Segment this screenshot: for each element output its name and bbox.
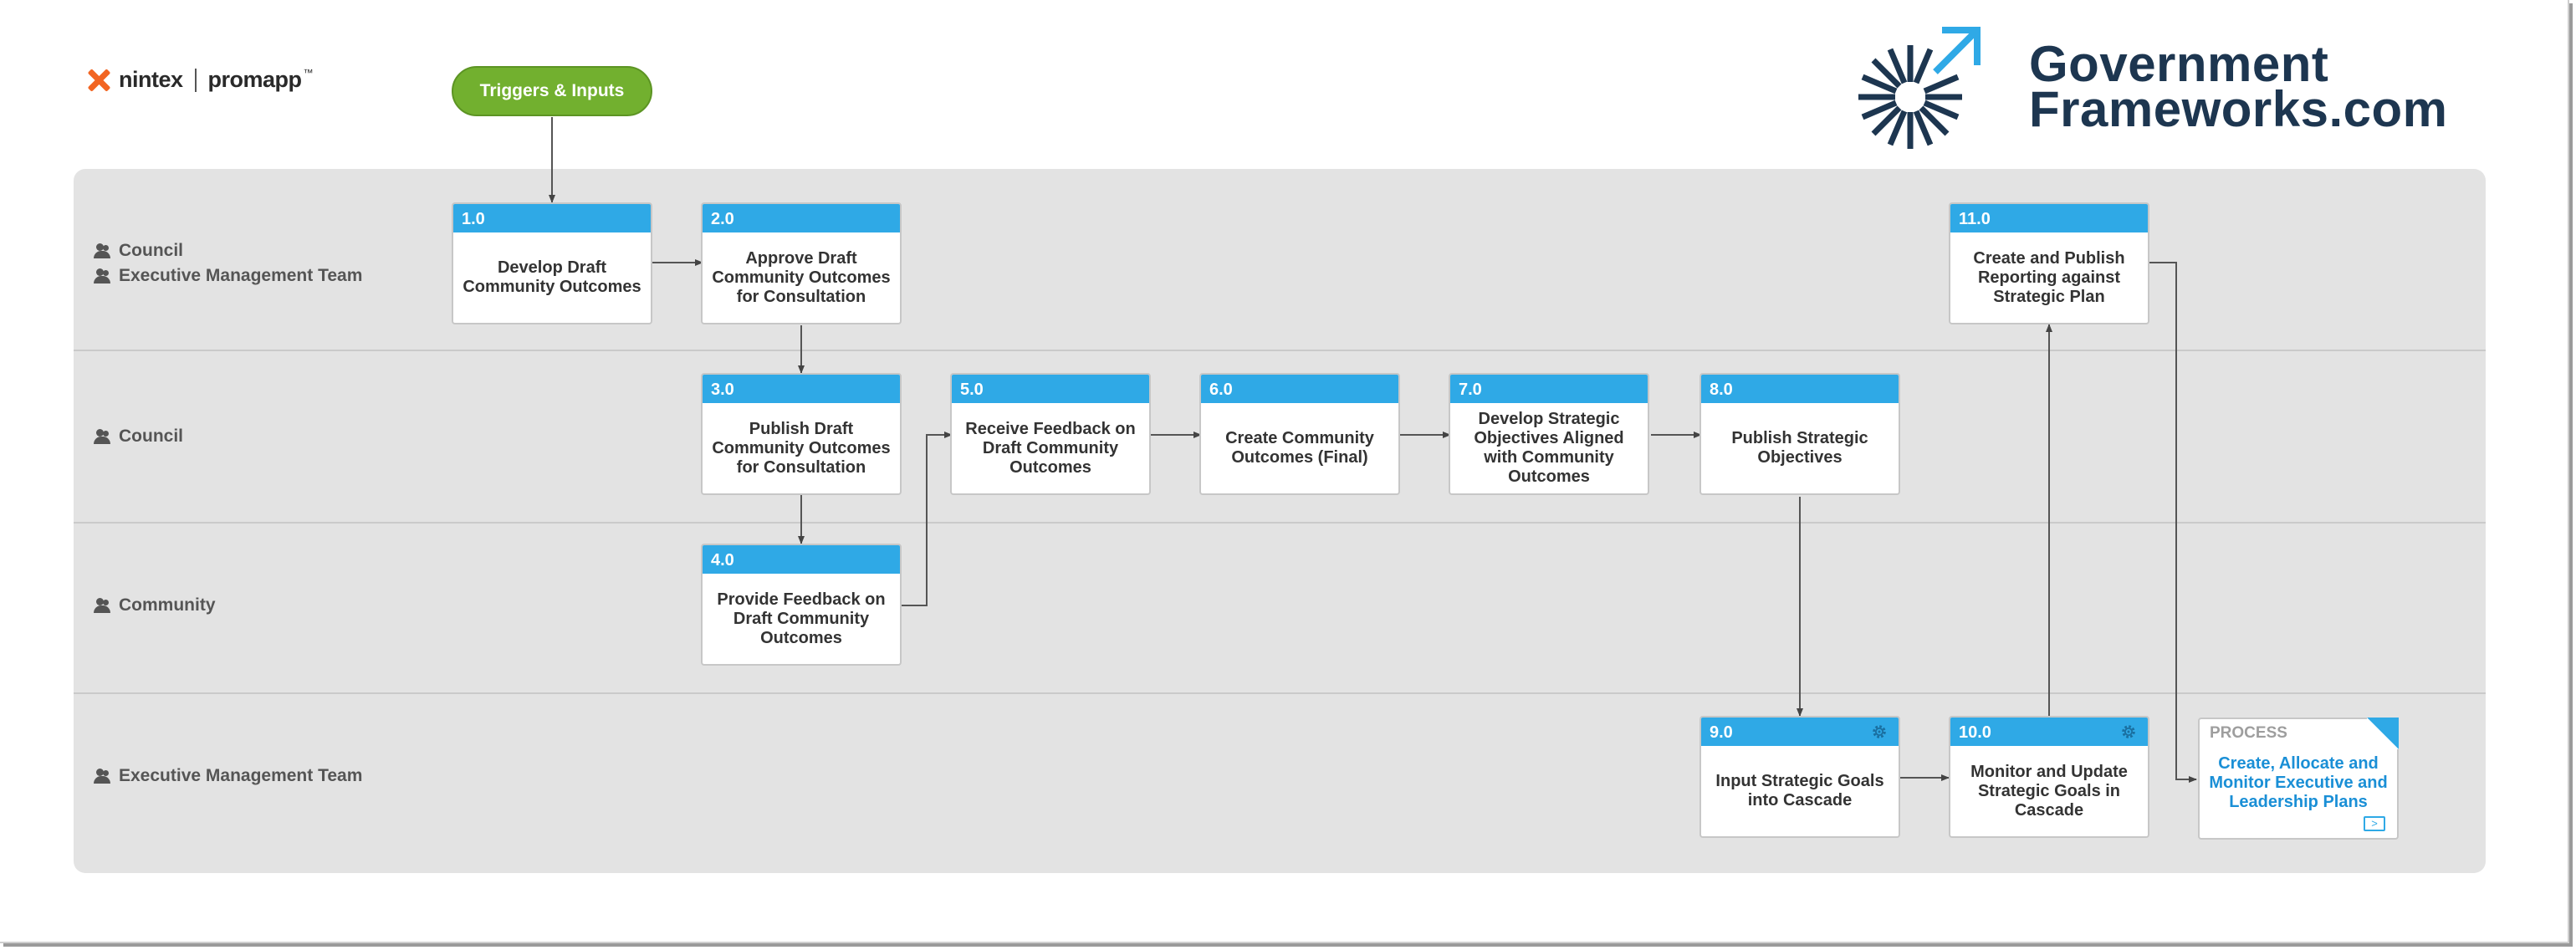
activity-number: 9.0: [1701, 718, 1899, 746]
lane-label-text: Council: [119, 426, 183, 446]
process-tag: PROCESS: [2210, 724, 2287, 742]
connector-11-to-process: [2149, 262, 2197, 783]
activity-title: Publish Draft Community Outcomes for Con…: [712, 419, 891, 477]
wordmark-line-2: Frameworks.com: [2029, 81, 2448, 137]
nintex-wordmark: nintex: [119, 67, 183, 92]
activity-title: Approve Draft Community Outcomes for Con…: [712, 248, 891, 306]
activity-7[interactable]: 7.0 Develop Strategic Objectives Aligned…: [1449, 373, 1649, 495]
activity-number: 5.0: [952, 375, 1149, 403]
activity-8[interactable]: 8.0 Publish Strategic Objectives: [1699, 373, 1900, 495]
lane-divider: [74, 522, 2486, 524]
trademark-mark: ™: [303, 67, 314, 79]
lane-label-executive-management-team: Executive Management Team: [94, 766, 362, 786]
lane-label-council: Council: [94, 241, 183, 261]
activity-number-text: 9.0: [1710, 723, 1733, 742]
activity-title: Input Strategic Goals into Cascade: [1715, 772, 1884, 810]
nintex-promapp-logo: nintex promapp ™: [87, 67, 314, 93]
activity-title: Develop Strategic Objectives Aligned wit…: [1474, 410, 1624, 486]
activity-3[interactable]: 3.0 Publish Draft Community Outcomes for…: [701, 373, 902, 495]
activity-10[interactable]: 10.0 Monitor and Update Strategic Goals …: [1949, 716, 2149, 838]
activity-5[interactable]: 5.0 Receive Feedback on Draft Community …: [950, 373, 1151, 495]
activity-number-text: 10.0: [1959, 723, 1991, 742]
promapp-wordmark: promapp: [207, 67, 303, 92]
activity-title: Monitor and Update Strategic Goals in Ca…: [1970, 762, 2128, 820]
lane-label-text: Executive Management Team: [119, 266, 363, 285]
activity-title: Create and Publish Reporting against Str…: [1973, 248, 2125, 306]
activity-2[interactable]: 2.0 Approve Draft Community Outcomes for…: [701, 202, 902, 324]
lane-divider: [74, 350, 2486, 351]
activity-title: Receive Feedback on Draft Community Outc…: [965, 419, 1136, 477]
activity-6[interactable]: 6.0 Create Community Outcomes (Final): [1199, 373, 1400, 495]
activity-title: Develop Draft Community Outcomes: [463, 258, 641, 296]
people-icon: [94, 429, 112, 444]
connector-4-to-5: [902, 432, 953, 606]
process-link-title[interactable]: Create, Allocate and Monitor Executive a…: [2209, 754, 2388, 811]
linked-process-card[interactable]: PROCESS Create, Allocate and Monitor Exe…: [2198, 718, 2399, 840]
triggers-and-inputs-button[interactable]: Triggers & Inputs: [452, 66, 652, 116]
activity-number: 8.0: [1701, 375, 1899, 403]
activity-number: 4.0: [703, 545, 900, 574]
activity-title: Provide Feedback on Draft Community Outc…: [717, 590, 886, 647]
activity-number: 11.0: [1950, 204, 2148, 232]
government-frameworks-emblem-icon: [1858, 27, 1981, 149]
lane-label-council: Council: [94, 426, 183, 447]
activity-9[interactable]: 9.0 Input Strategic Goals into Cascade: [1699, 716, 1900, 838]
page-fold-mask: [2367, 718, 2399, 749]
gear-icon: [1873, 725, 1886, 738]
lane-label-text: Community: [119, 595, 216, 615]
activity-title: Publish Strategic Objectives: [1731, 429, 1868, 467]
activity-title: Create Community Outcomes (Final): [1225, 429, 1374, 467]
activity-4[interactable]: 4.0 Provide Feedback on Draft Community …: [701, 544, 902, 666]
wordmark-line-1: Government: [2029, 36, 2329, 92]
lane-label-text: Executive Management Team: [119, 766, 363, 785]
people-icon: [94, 268, 112, 283]
activity-number: 7.0: [1450, 375, 1648, 403]
people-icon: [94, 243, 112, 258]
people-icon: [94, 769, 112, 784]
activity-number: 2.0: [703, 204, 900, 232]
government-frameworks-wordmark: Government Frameworks.com: [2029, 36, 2448, 137]
activity-number: 3.0: [703, 375, 900, 403]
logo-divider: [194, 68, 197, 92]
activity-1[interactable]: 1.0 Develop Draft Community Outcomes: [452, 202, 652, 324]
lane-divider: [74, 692, 2486, 694]
activity-number: 1.0: [453, 204, 651, 232]
gear-icon: [2122, 725, 2135, 738]
lane-label-text: Council: [119, 241, 183, 260]
people-icon: [94, 598, 112, 613]
activity-number: 6.0: [1201, 375, 1398, 403]
activity-11[interactable]: 11.0 Create and Publish Reporting agains…: [1949, 202, 2149, 324]
activity-number: 10.0: [1950, 718, 2148, 746]
open-link-icon[interactable]: >: [2364, 816, 2385, 831]
lane-label-community: Community: [94, 595, 216, 615]
lane-label-executive-management-team: Executive Management Team: [94, 266, 362, 286]
